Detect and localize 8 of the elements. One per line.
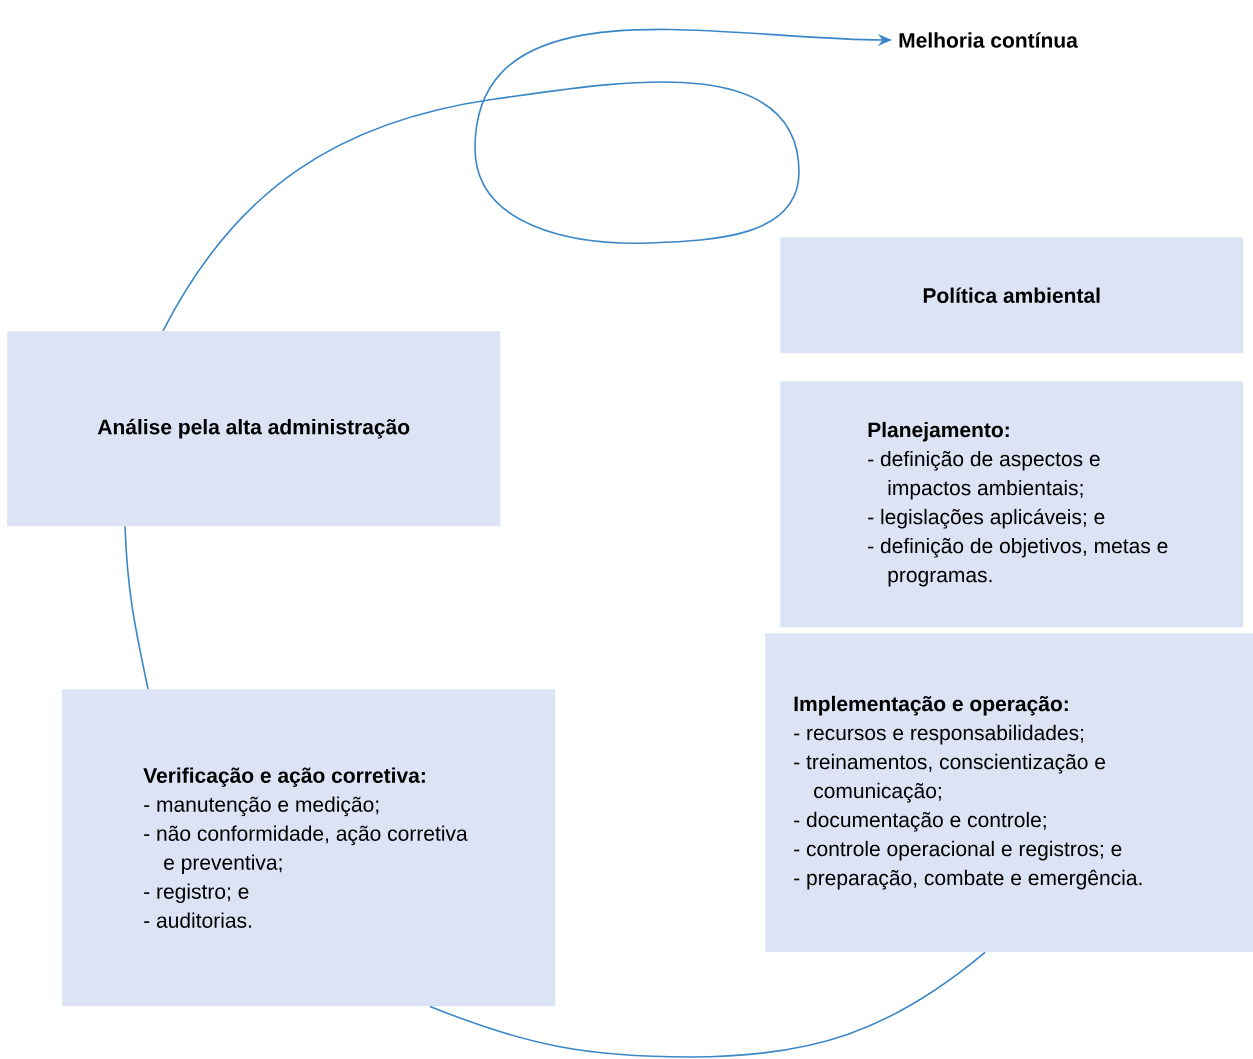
- process-box: Verificação e ação corretiva: - manutenção e medição; - não conformidade, ação corretiva e preventiva; - registro; e - auditorias.: [62, 689, 556, 1007]
- process-box: Política ambiental: [780, 237, 1244, 354]
- process-box: Análise pela alta administração: [7, 331, 501, 527]
- process-box: Implementação e operação: - recursos e responsabilidades; - treinamentos, conscientização e comunicação; - documentação e controle; - controle operacional e registros; e - preparação, combate e emergência.: [765, 633, 1253, 953]
- curved-connector: [429, 951, 986, 1058]
- bare-label: Melhoria contínua: [899, 32, 1078, 48]
- curved-connector: [124, 525, 149, 690]
- process-box: Planejamento: - definição de aspectos e impactos ambientais; - legislações aplicáveis; e - definição de objetivos, metas e programas.: [780, 381, 1244, 628]
